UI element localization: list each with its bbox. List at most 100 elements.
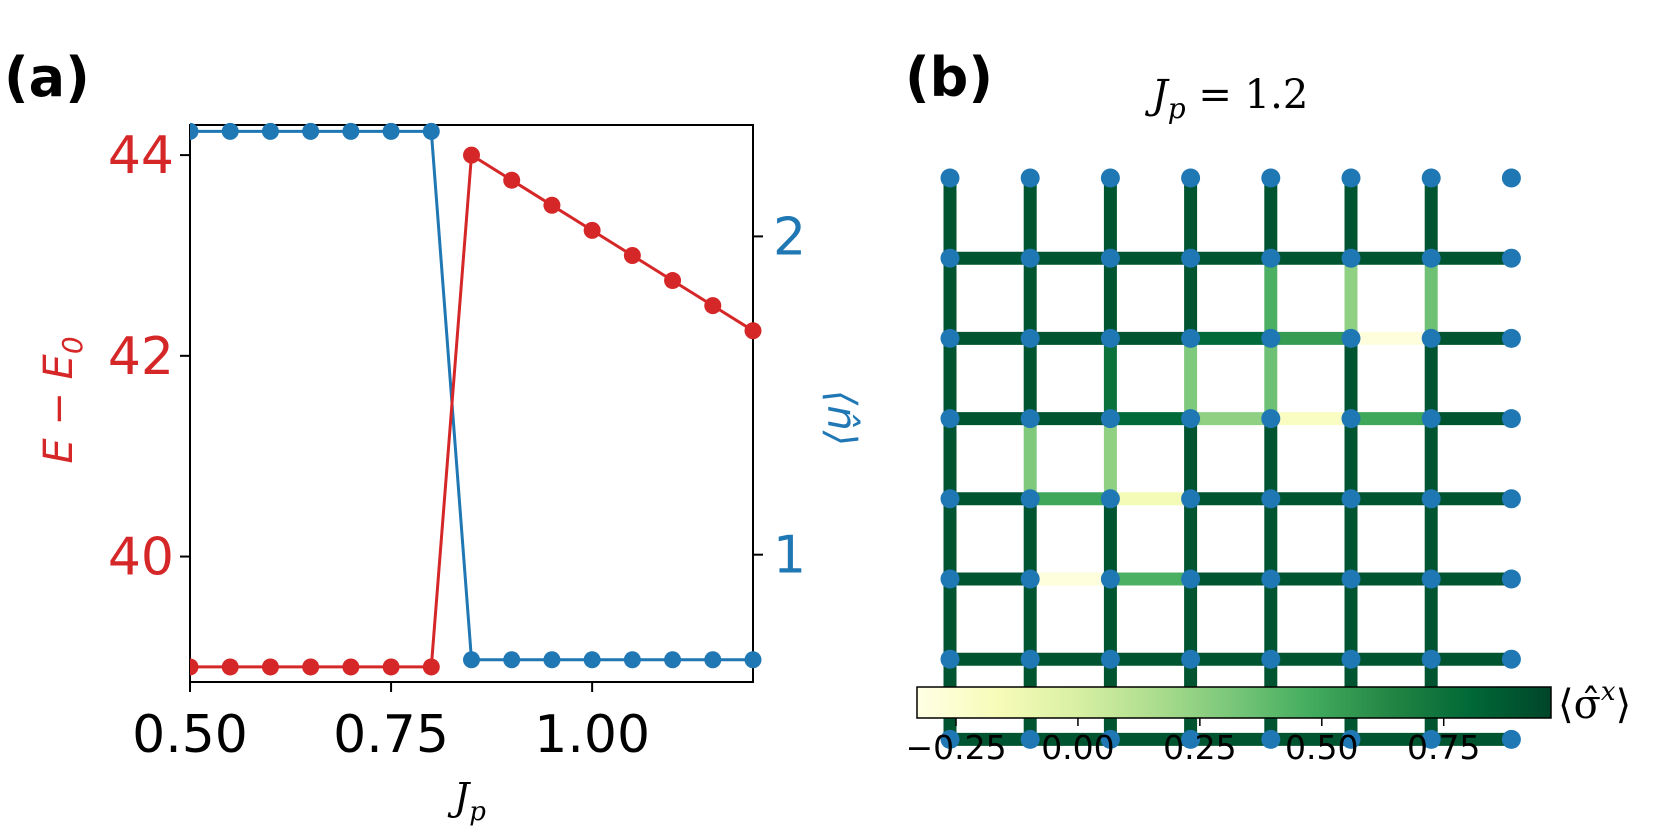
data-point: [221, 122, 239, 140]
lattice-node: [1261, 569, 1281, 589]
series-layer: [190, 122, 762, 676]
data-point: [190, 658, 199, 676]
lattice-node: [1100, 168, 1120, 188]
lattice-node: [940, 649, 960, 669]
right-axis-label: ⟨n̂⟩: [818, 390, 864, 447]
data-point: [744, 322, 762, 340]
data-point: [221, 658, 239, 676]
colorbar-tick-label: 0.50: [1285, 728, 1358, 767]
data-point: [664, 651, 682, 669]
lattice-node: [940, 569, 960, 589]
colorbar-tick-label: −0.25: [905, 728, 1006, 767]
data-point: [664, 272, 682, 290]
data-point: [543, 651, 561, 669]
data-point: [503, 651, 521, 669]
lattice-node: [1261, 248, 1281, 268]
lattice-node: [1020, 729, 1040, 749]
lattice-node: [1261, 729, 1281, 749]
data-point: [503, 171, 521, 189]
data-point: [261, 658, 279, 676]
lattice-node: [1261, 649, 1281, 669]
lattice-node: [1421, 328, 1441, 348]
right-tick-label: 2: [773, 207, 806, 267]
left-tick-label: 44: [108, 126, 174, 186]
lattice-node: [1100, 328, 1120, 348]
lattice-node: [1501, 409, 1521, 429]
lattice-node: [1501, 489, 1521, 509]
lattice-node: [1100, 248, 1120, 268]
lattice-node: [1341, 248, 1361, 268]
lattice-node: [1020, 409, 1040, 429]
lattice-node: [1501, 248, 1521, 268]
lattice-node: [1261, 168, 1281, 188]
x-axis-label: Jp: [447, 775, 486, 827]
lattice-node: [1341, 649, 1361, 669]
lattice-node: [1421, 409, 1441, 429]
lattice-title: Jp = 1.2: [1145, 72, 1309, 125]
data-point: [463, 146, 480, 164]
x-tick-label: 0.50: [132, 705, 248, 765]
data-point: [704, 651, 722, 669]
lattice-node: [940, 248, 960, 268]
lattice-node: [1100, 569, 1120, 589]
plot-frame: [189, 124, 754, 683]
lattice-node: [1181, 248, 1201, 268]
lattice-node: [1341, 409, 1361, 429]
lattice-node: [1020, 649, 1040, 669]
lattice-node: [1181, 328, 1201, 348]
lattice-node: [1421, 248, 1441, 268]
data-point: [302, 122, 320, 140]
lattice-node: [1100, 729, 1120, 749]
lattice-node: [940, 328, 960, 348]
colorbar-tick-label: 0.00: [1041, 728, 1114, 767]
data-point: [623, 651, 641, 669]
lattice-node: [1501, 729, 1521, 749]
lattice-node: [1181, 168, 1201, 188]
lattice-node: [1100, 489, 1120, 509]
colorbar-ticks: −0.25 0.00 0.25 0.50 0.75: [905, 718, 1480, 767]
lattice-node: [1501, 328, 1521, 348]
colorbar-tick-label: 0.25: [1163, 728, 1236, 767]
data-point: [190, 122, 199, 140]
lattice-node: [1421, 649, 1441, 669]
lattice-node: [1181, 649, 1201, 669]
data-point: [583, 221, 601, 239]
lattice-node: [1341, 328, 1361, 348]
lattice-node: [1020, 569, 1040, 589]
lattice-node: [1100, 649, 1120, 669]
data-point: [382, 658, 400, 676]
colorbar: [916, 686, 1552, 719]
lattice-node: [1341, 489, 1361, 509]
lattice-node: [940, 168, 960, 188]
lattice-node: [1501, 168, 1521, 188]
lattice-node: [940, 729, 960, 749]
lattice-node: [1020, 248, 1040, 268]
data-point: [342, 658, 360, 676]
colorbar-tick-label: 0.75: [1407, 728, 1480, 767]
lattice-node: [1421, 168, 1441, 188]
left-tick-label: 42: [108, 327, 174, 387]
lattice-node: [1421, 489, 1441, 509]
bond-layer: [943, 178, 1512, 746]
right-tick-label: 1: [773, 526, 806, 586]
lattice-node: [1421, 569, 1441, 589]
left-axis-label: E − E0: [36, 336, 89, 463]
right-ticks: 12: [753, 207, 806, 586]
data-point: [422, 658, 440, 676]
lattice-node: [1501, 569, 1521, 589]
panel-a-label: (a): [4, 46, 90, 109]
data-point: [623, 246, 641, 264]
lattice-node: [1341, 168, 1361, 188]
data-point: [422, 122, 440, 140]
lattice-node: [1181, 409, 1201, 429]
lattice-node: [940, 489, 960, 509]
lattice-node: [1181, 729, 1201, 749]
x-tick-label: 0.75: [333, 705, 449, 765]
lattice-node: [1341, 729, 1361, 749]
node-layer: [940, 168, 1521, 749]
